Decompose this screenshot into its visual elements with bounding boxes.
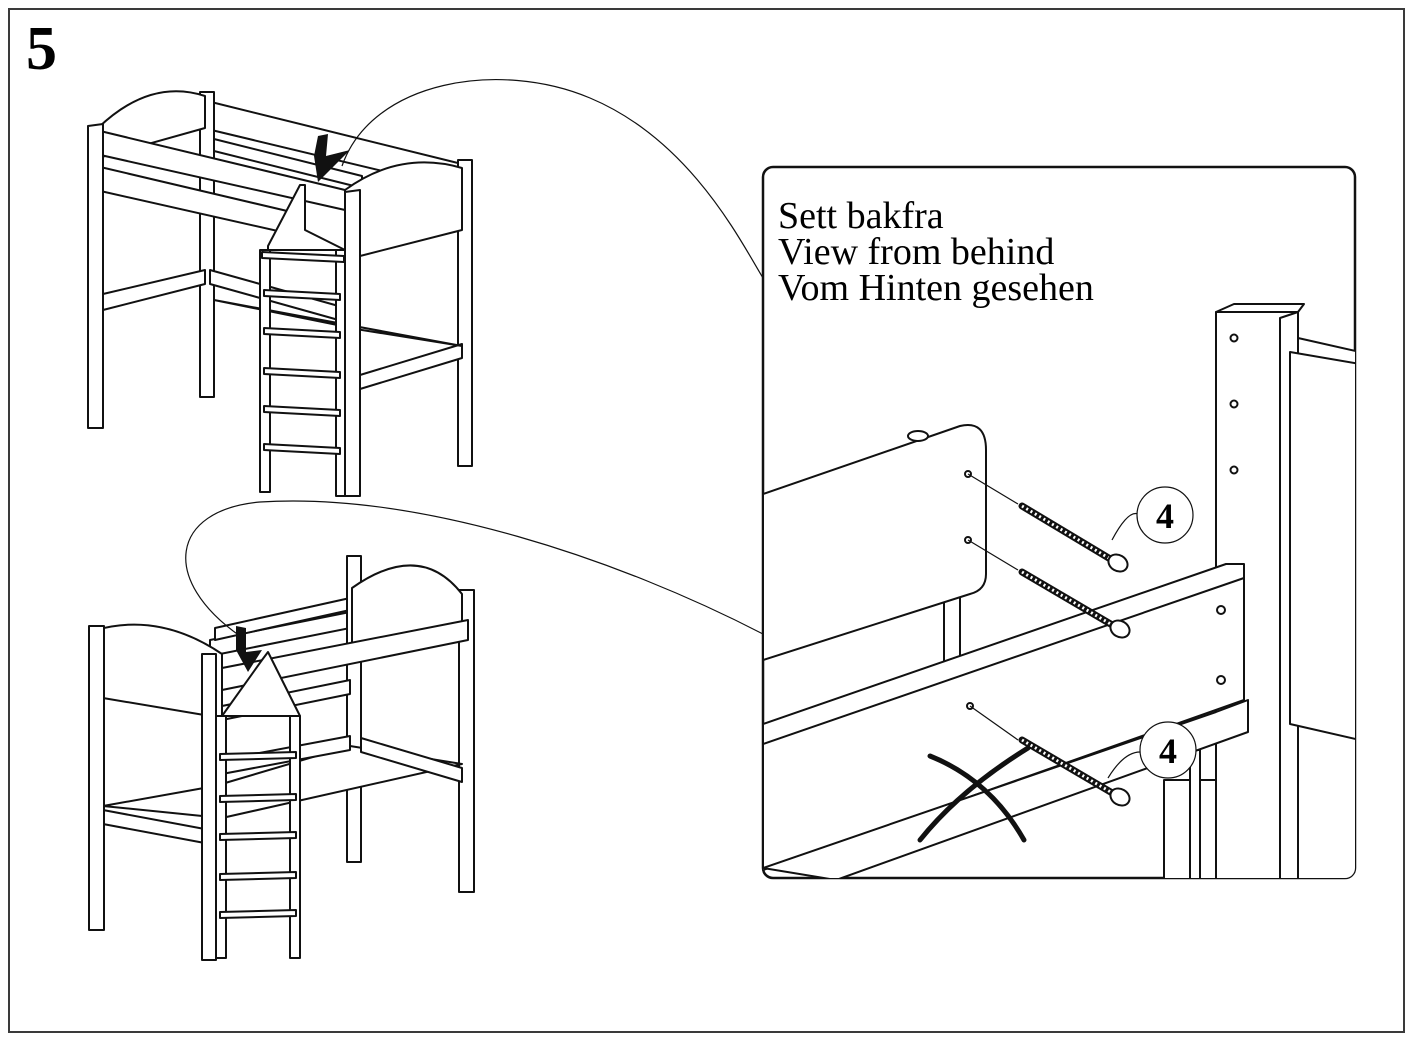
arrow-icon (314, 134, 350, 182)
connector-curve-bottom (185, 500, 764, 637)
arrow-icon (236, 626, 262, 672)
callout-upper-quantity: 4 (1156, 496, 1174, 536)
callout-lower: 4 (1139, 721, 1197, 779)
detail-caption: Sett bakfra View from behind Vom Hinten … (778, 195, 1094, 309)
loft-bed-front-view (87, 90, 473, 497)
loft-bed-back-view (88, 555, 475, 961)
caption-line-english: View from behind (778, 231, 1054, 273)
screw-icon (1018, 736, 1131, 807)
callout-lower-quantity: 4 (1159, 731, 1177, 771)
caption-line-german: Vom Hinten gesehen (778, 267, 1094, 309)
detail-illustration (763, 303, 1355, 878)
crossed-out-mark-icon (917, 745, 1031, 843)
screw-icon (1018, 568, 1131, 639)
step-number: 5 (26, 15, 57, 83)
callout-upper: 4 (1136, 486, 1194, 544)
connector-curve-top (341, 79, 764, 279)
screw-icon (1018, 502, 1129, 573)
caption-line-norwegian: Sett bakfra (778, 195, 944, 237)
